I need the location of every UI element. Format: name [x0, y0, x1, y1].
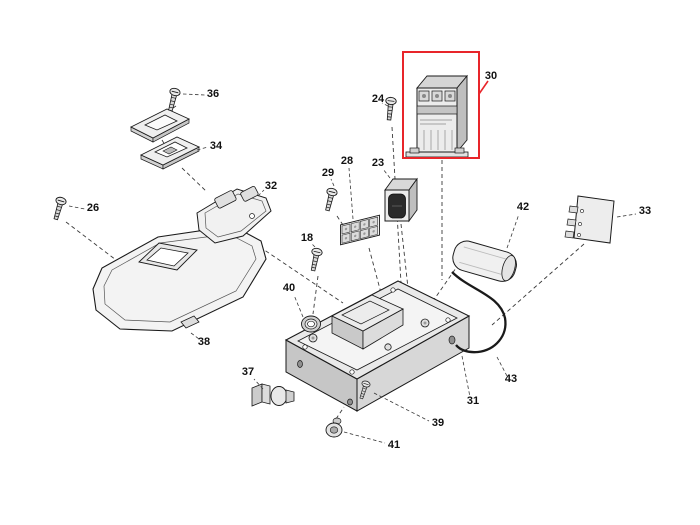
part-label-37: 37 — [242, 366, 254, 378]
part-43-capacitor-cable — [451, 271, 507, 354]
part-34-plates — [129, 108, 201, 170]
part-label-34: 34 — [210, 140, 223, 152]
part-label-36: 36 — [207, 88, 219, 100]
part-label-18: 18 — [301, 232, 313, 244]
part-28-terminal-strip — [340, 214, 380, 246]
part-label-40: 40 — [283, 282, 295, 294]
part-23-rocker-switch — [384, 177, 418, 223]
highlight-box-part-30 — [402, 51, 480, 159]
part-label-23: 23 — [372, 157, 384, 169]
part-31-junction-box — [284, 280, 471, 412]
part-36-screw — [164, 86, 182, 113]
part-30-contactor — [405, 74, 469, 158]
part-label-42: 42 — [517, 201, 529, 213]
part-41-cable-gland — [325, 417, 343, 438]
part-label-41: 41 — [388, 439, 400, 451]
part-24-screw — [383, 96, 397, 121]
part-label-29: 29 — [322, 167, 334, 179]
part-38-cover — [92, 225, 267, 332]
part-label-31: 31 — [467, 395, 479, 407]
part-40-grommet — [301, 315, 321, 333]
part-label-32: 32 — [265, 180, 277, 192]
part-label-33: 33 — [639, 205, 651, 217]
part-18-screw — [307, 246, 324, 273]
part-label-38: 38 — [198, 336, 210, 348]
part-label-30: 30 — [485, 70, 497, 82]
part-label-28: 28 — [341, 155, 353, 167]
label-leader-lines — [68, 93, 637, 444]
part-37-cable-gland — [251, 383, 295, 407]
part-26-screw — [50, 195, 68, 222]
part-29-screw — [321, 186, 339, 213]
part-42-capacitor — [452, 240, 517, 282]
part-33-plate — [564, 195, 615, 244]
part-label-26: 26 — [87, 202, 99, 214]
part-label-24: 24 — [372, 93, 385, 105]
part-label-43: 43 — [505, 373, 517, 385]
highlight-leader-part-30 — [478, 80, 489, 95]
part-label-39: 39 — [432, 417, 444, 429]
part-32-cover-top — [196, 186, 272, 244]
part-labels: 36 34 32 26 38 30 24 23 28 29 18 40 42 3… — [87, 70, 651, 451]
